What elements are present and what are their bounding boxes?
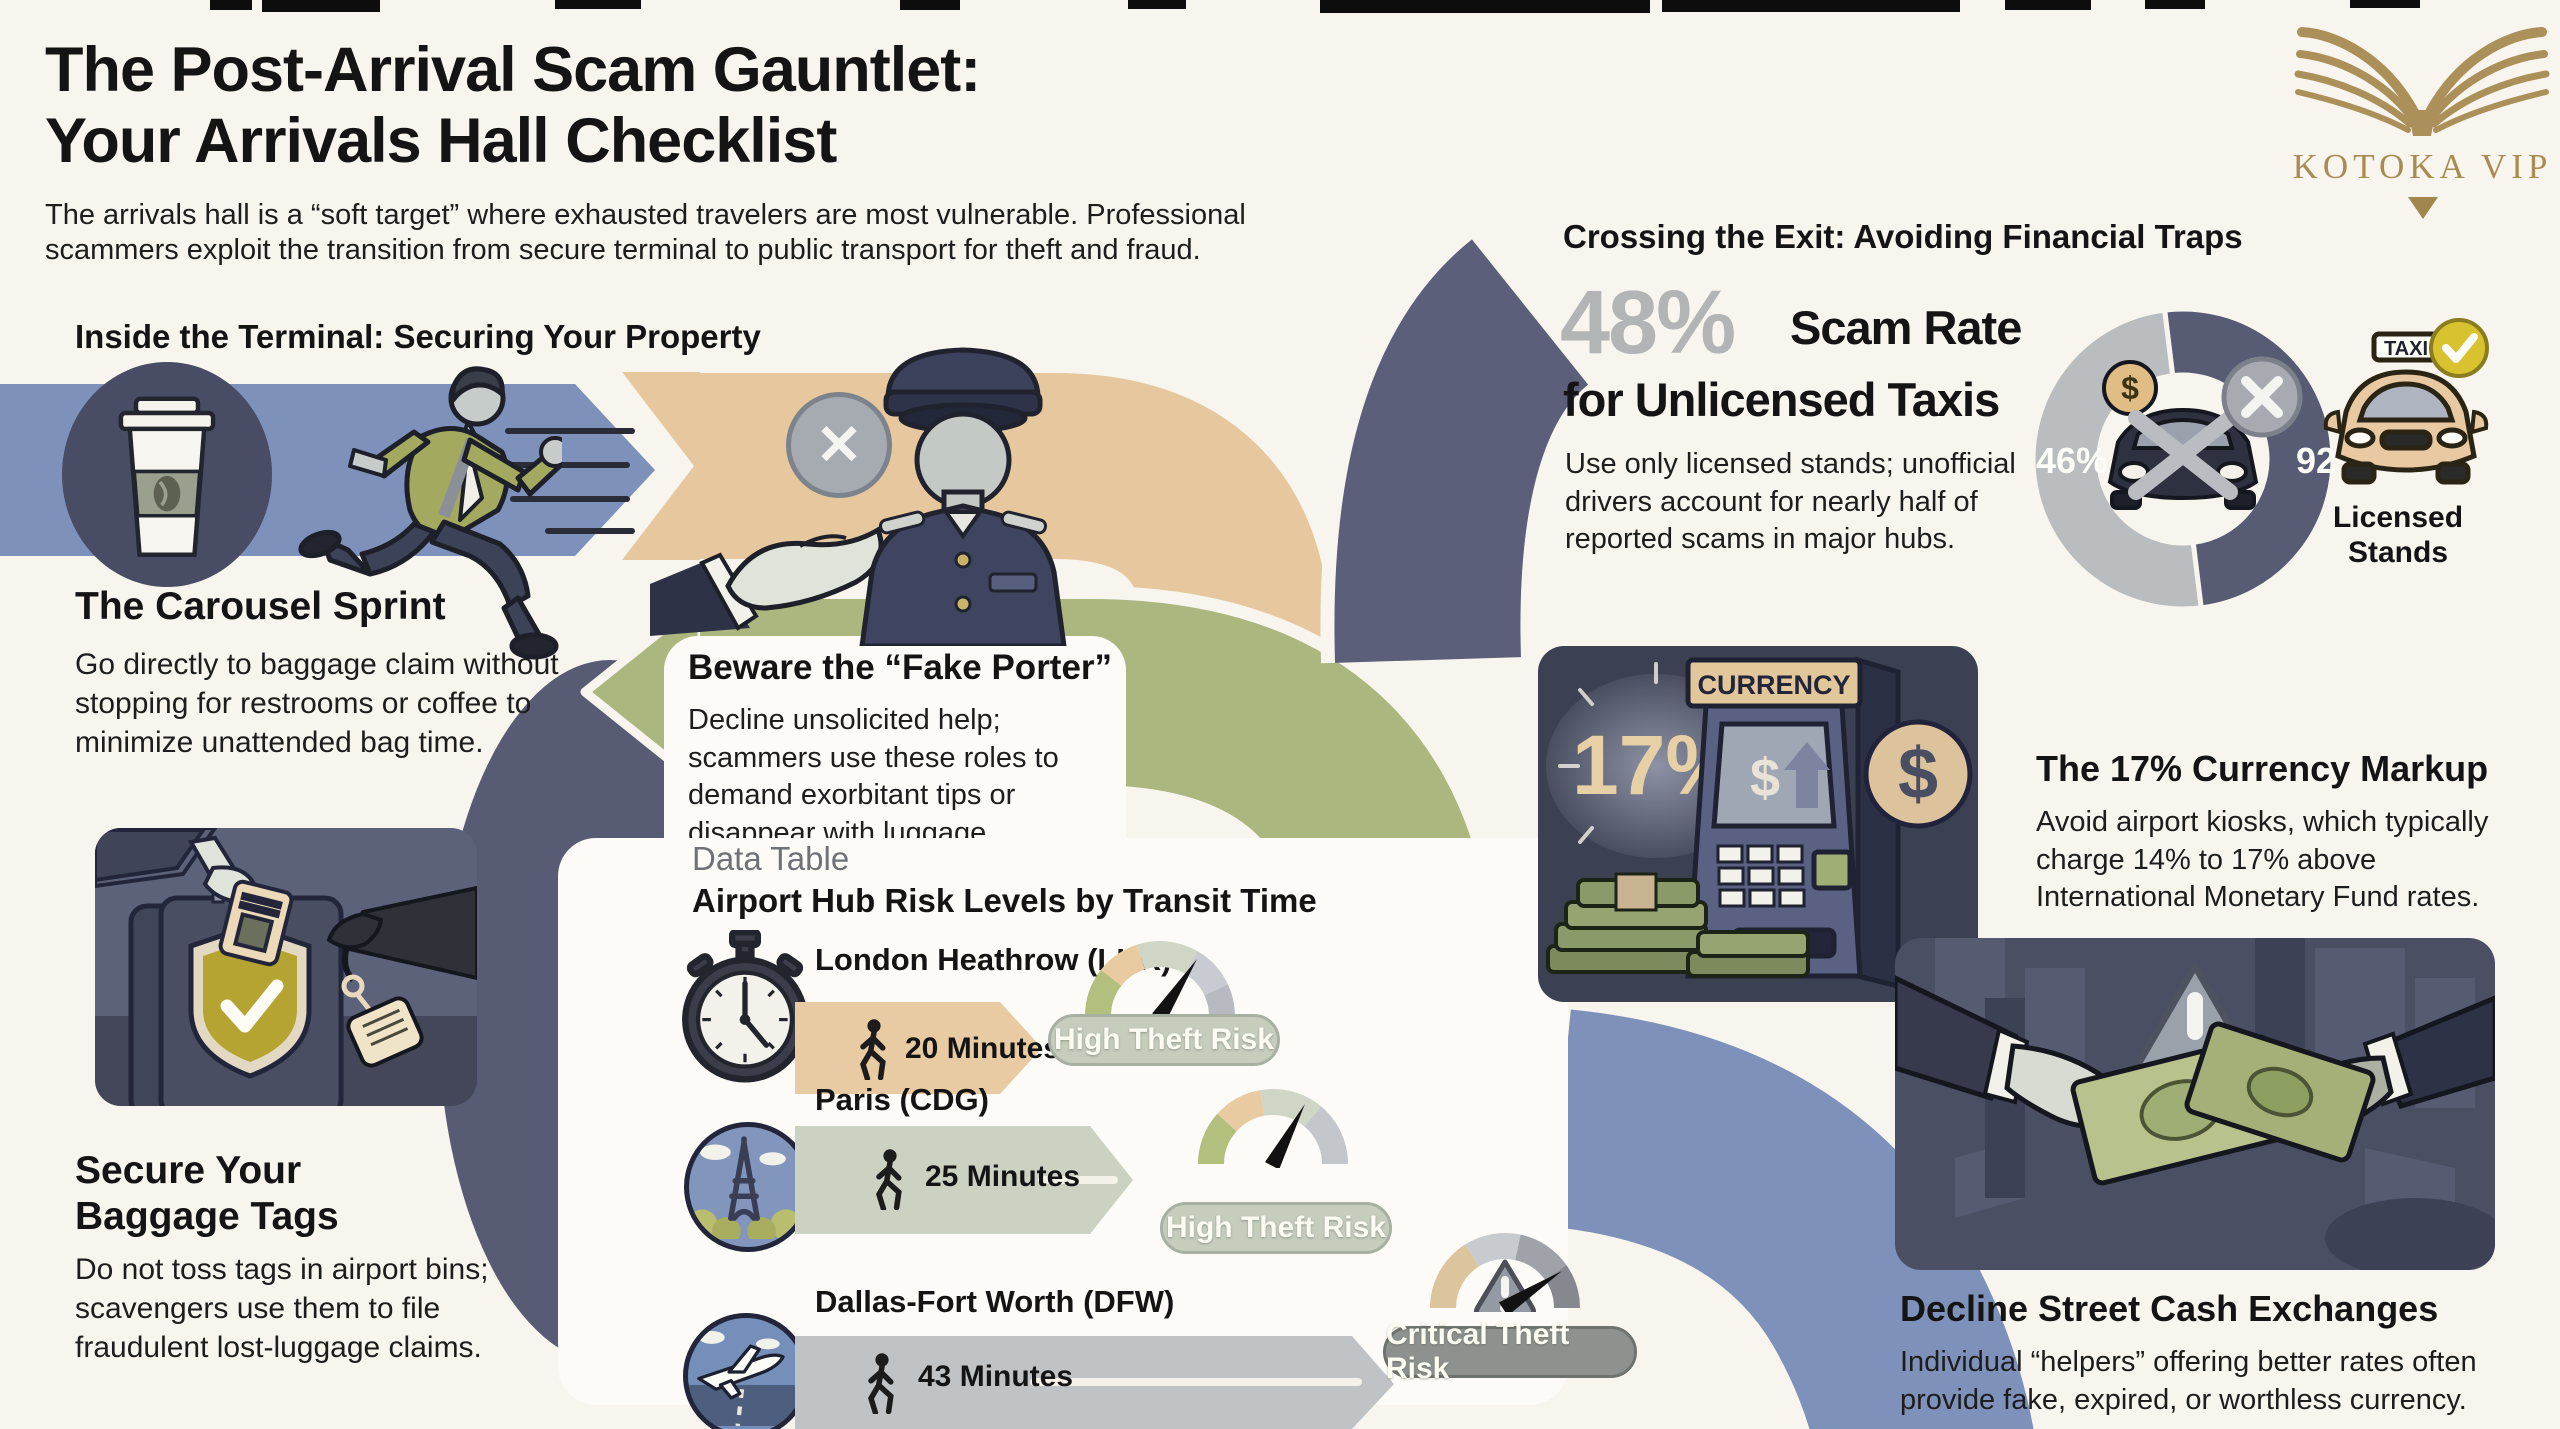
taxi-scam-title-line2: for Unlicensed Taxis [1563, 373, 2000, 426]
logo-triangle-icon [2407, 197, 2438, 219]
taxi-scam-title-line1: Scam Rate [1790, 301, 2022, 354]
currency-body: Avoid airport kiosks, which typically ch… [2036, 806, 2489, 914]
risk-badge-dfw: Critical Theft Risk [1383, 1318, 1637, 1385]
baggage-illustration [95, 828, 477, 1106]
hand-with-tag-icon [95, 828, 294, 967]
decline-hand-icon [650, 526, 884, 636]
taxi-scam-stat: 48% [1560, 273, 1736, 373]
row-airport-cdg: Paris (CDG) [815, 1082, 989, 1117]
stopwatch-icon [682, 930, 808, 1083]
walking-person-icon [868, 1353, 894, 1414]
donut-left-value: 46% [2036, 440, 2109, 481]
currency-title: The 17% Currency Markup [2036, 748, 2489, 789]
row-transit-dfw: 43 Minutes [918, 1360, 1074, 1393]
risk-badge-cdg: High Theft Risk [1160, 1202, 1392, 1254]
row-airport-dfw: Dallas-Fort Worth (DFW) [815, 1284, 1175, 1319]
svg-text:$: $ [1750, 748, 1780, 808]
street-exchange-illustration [1895, 938, 2495, 1270]
page-title: The Post-Arrival Scam Gauntlet: Your Arr… [45, 35, 981, 176]
kiosk-sign-label: CURRENCY [1697, 670, 1850, 700]
airplane-icon [683, 1313, 809, 1429]
page-title-line1: The Post-Arrival Scam Gauntlet: [45, 35, 981, 105]
x-circle-icon: ✕ [786, 392, 892, 498]
walking-person-icon [876, 1149, 902, 1210]
taxi-scam-body: Use only licensed stands; unofficial dri… [1565, 448, 2016, 556]
licensed-label-line2: Stands [2347, 536, 2449, 570]
transit-arrow-lhr [795, 1002, 1042, 1094]
brand-name: KOTOKA VIP [2292, 147, 2553, 186]
row-transit-lhr: 20 Minutes [905, 1032, 1061, 1065]
terminal-section-heading: Inside the Terminal: Securing Your Prope… [75, 318, 761, 355]
brand-logo: KOTOKA VIP [2290, 16, 2555, 219]
taxi-donut-chart: $ [2030, 306, 2336, 612]
dollar-coin-icon: $ [1863, 719, 1973, 829]
cash-exchange-hands-icon [1895, 975, 2495, 1186]
svg-text:$: $ [1898, 734, 1938, 814]
transit-arrow-cdg [795, 1126, 1133, 1234]
data-table-card [558, 838, 1568, 1405]
street-body: Individual “helpers” offering better rat… [1900, 1346, 2477, 1416]
licensed-label-line1: Licensed [2332, 501, 2464, 534]
cash-stack-icon [1546, 872, 1810, 978]
exit-section-heading: Crossing the Exit: Avoiding Financial Tr… [1563, 218, 2243, 255]
gold-wings-icon [2294, 27, 2550, 136]
shield-check-icon [188, 923, 312, 1079]
running-traveler-icon [298, 366, 562, 660]
eiffel-tower-icon [684, 1122, 812, 1252]
data-table-label: Data Table [692, 840, 850, 877]
porter-uniform-icon [859, 347, 1067, 646]
risk-badge-lhr: High Theft Risk [1048, 1014, 1280, 1066]
porter-body: Decline unsolicited help; scammers use t… [688, 704, 1059, 850]
currency-kiosk-illustration: 17% $ CURRENCY [1538, 646, 1978, 1002]
baggage-title: Secure Your Baggage Tags [75, 1149, 339, 1239]
risk-gauge-lhr [1085, 941, 1235, 1020]
data-table-heading: Airport Hub Risk Levels by Transit Time [692, 882, 1317, 919]
carousel-title: The Carousel Sprint [75, 585, 446, 628]
svg-text:TAXI: TAXI [2384, 338, 2428, 360]
check-circle-icon [2429, 318, 2489, 378]
page-subtitle: The arrivals hall is a “soft target” whe… [45, 199, 1246, 267]
licensed-stands-label: Licensed Stands [2318, 500, 2478, 571]
street-title: Decline Street Cash Exchanges [1900, 1288, 2439, 1329]
coffee-cup-icon [62, 362, 272, 587]
baggage-body: Do not toss tags in airport bins; scaven… [75, 1253, 489, 1364]
porter-title: Beware the “Fake Porter” [688, 648, 1113, 687]
licensed-taxi-icon: TAXI [2323, 318, 2489, 485]
thief-hand-icon [326, 885, 477, 1068]
row-transit-cdg: 25 Minutes [925, 1160, 1081, 1193]
x-circle-icon [2221, 356, 2303, 438]
svg-text:$: $ [2121, 370, 2139, 406]
risk-gauge-dfw [1430, 1232, 1580, 1312]
unlicensed-car-x-icon: $ [2102, 360, 2259, 510]
carousel-body: Go directly to baggage claim without sto… [75, 648, 559, 759]
page-title-line2: Your Arrivals Hall Checklist [45, 105, 837, 176]
risk-gauge-cdg [1198, 1088, 1348, 1168]
walking-person-icon [860, 1019, 886, 1080]
